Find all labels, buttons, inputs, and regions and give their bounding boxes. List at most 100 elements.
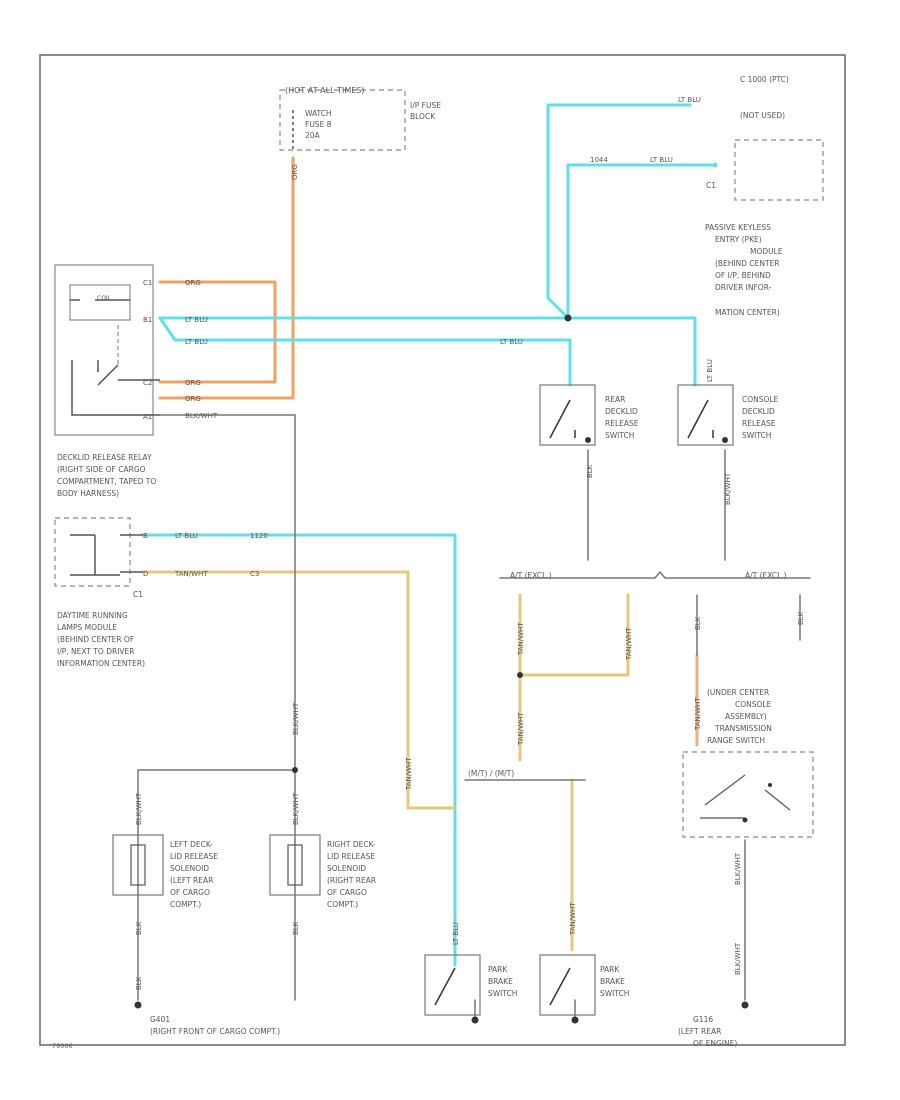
pke-1: PASSIVE KEYLESS [705, 223, 771, 232]
drl-wire-labels: LT BLU 1120 TAN/WHT C3 [174, 532, 268, 578]
console-vert-blkwht: BLK/WHT [724, 472, 732, 505]
relay-label-1: DECKLID RELEASE RELAY [57, 453, 152, 462]
org-wire-feed [158, 156, 295, 400]
console-switch-3: RELEASE [742, 419, 776, 428]
relay-coil-label: COIL [97, 295, 112, 302]
blk-vert-6: BLK [135, 976, 143, 990]
drl-pin-b: B [143, 532, 148, 540]
park-brake-left-dot [471, 1016, 479, 1024]
right-sol-6: COMPT.) [327, 900, 358, 909]
park-brake-right-symbol [549, 967, 571, 1006]
right-sol-1: RIGHT DECK- [327, 840, 376, 849]
tan-vert-1: TAN/WHT [517, 622, 525, 656]
pke-6: DRIVER INFOR- [715, 283, 772, 292]
left-sol-3: SOLENOID [170, 864, 209, 873]
g116-label: G116 (LEFT REAR OF ENGINE) [678, 1015, 737, 1048]
lbl-org-3: ORG [185, 395, 201, 403]
console-switch-dot [722, 437, 728, 443]
fuse-label-3: 20A [305, 131, 321, 140]
relay-box [54, 264, 154, 436]
park-brake-right-box [539, 954, 596, 1016]
lbl-org-1: ORG [185, 279, 201, 287]
pbl-2: BRAKE [488, 977, 513, 986]
rear-switch-3: RELEASE [605, 419, 639, 428]
left-solenoid-box [112, 834, 164, 896]
drl-label-5: INFORMATION CENTER) [57, 659, 145, 668]
right-sol-2: LID RELEASE [327, 852, 375, 861]
rear-switch-symbol [549, 399, 576, 439]
g116-vert-blk2: BLK/WHT [734, 942, 742, 975]
left-sol-5: OF CARGO [170, 888, 210, 897]
ltblu-wire-b1 [158, 316, 697, 387]
drl-label: DAYTIME RUNNING LAMPS MODULE (BEHIND CEN… [57, 611, 145, 668]
rear-switch-box [539, 384, 596, 446]
right-sol-4: (RIGHT REAR [327, 876, 376, 885]
blk-wht-vert-1: BLK/WHT [292, 702, 300, 735]
relay-switch [71, 360, 160, 416]
pbr-1: PARK [600, 965, 620, 974]
console-assy-1: (UNDER CENTER [707, 688, 769, 697]
at-bus [499, 571, 811, 579]
pke-pin [712, 162, 718, 168]
lbl-ltblu-1: LT BLU [185, 316, 208, 324]
g401-label: G401 (RIGHT FRONT OF CARGO COMPT.) [150, 1015, 280, 1036]
relay-label-3: COMPARTMENT, TAPED TO [57, 477, 156, 486]
trans-switch-symbol [700, 774, 791, 819]
drl-pin-d: D [143, 570, 148, 578]
g401-dot [134, 1001, 142, 1009]
tan-wire-mid [518, 593, 630, 677]
relay-pins: C1 B1 C2 A1 [143, 279, 152, 421]
ltblu-wire-b2 [158, 316, 572, 387]
right-solenoid-label: RIGHT DECK- LID RELEASE SOLENOID (RIGHT … [327, 840, 376, 909]
fuse-label-1: WATCH [305, 109, 332, 118]
park-vert-ltblu: LT BLU [452, 922, 460, 945]
left-sol-1: LEFT DECK- [170, 840, 213, 849]
left-solenoid-label: LEFT DECK- LID RELEASE SOLENOID (LEFT RE… [170, 840, 218, 909]
drl-label-1: DAYTIME RUNNING [57, 611, 128, 620]
drl-label-3: (BEHIND CENTER OF [57, 635, 134, 644]
console-switch-1: CONSOLE [742, 395, 779, 404]
g116-1: G116 [693, 1015, 713, 1024]
at-label-right: A/T (EXCL.) [745, 571, 787, 580]
splice-ltblu [564, 314, 572, 322]
park-brake-right-label: PARK BRAKE SWITCH [600, 965, 629, 998]
console-switch-2: DECKLID [742, 407, 775, 416]
at-label-left: A/T (EXCL.) [510, 571, 552, 580]
lbl-drl-c3: C3 [250, 570, 259, 578]
trans-switch-box [682, 751, 814, 838]
blk-vert-5: BLK [292, 921, 300, 935]
relay-pin-c2: C2 [143, 379, 152, 387]
console-assy-5: RANGE SWITCH [707, 736, 765, 745]
c1-mid: C1 [133, 590, 143, 599]
pke-5: OF I/P, BEHIND [715, 271, 771, 280]
relay-pin-a1: A1 [143, 413, 152, 421]
relay-wire-labels: ORG LT BLU LT BLU LT BLU ORG ORG BLK/WHT [185, 279, 523, 420]
lbl-drl-tan: TAN/WHT [174, 570, 208, 578]
blk-vert-at: BLK [694, 616, 702, 630]
g116-vert-blk: BLK/WHT [734, 852, 742, 885]
drl-pins: B D [143, 532, 148, 578]
park-brake-right-dot [571, 1016, 579, 1024]
blk-vert-4: BLK [135, 921, 143, 935]
fuse-label-2: FUSE 8 [305, 120, 332, 129]
console-assy-2: CONSOLE [735, 700, 772, 709]
pke-4: (BEHIND CENTER [715, 259, 780, 268]
lbl-ltblu-2: LT BLU [185, 338, 208, 346]
blk-wht-vert-3: BLK/WHT [135, 792, 143, 825]
lbl-drl-ltblu: LT BLU [175, 532, 198, 540]
lbl-blkwht-1: BLK/WHT [185, 412, 218, 420]
c1-top: C1 [706, 181, 716, 190]
console-switch-symbol [687, 399, 714, 439]
pbl-1: PARK [488, 965, 508, 974]
lbl-drl-1120: 1120 [250, 532, 268, 540]
relay-pin-c1: C1 [143, 279, 152, 287]
tan-vert-2: TAN/WHT [625, 627, 633, 661]
console-switch-box [677, 384, 734, 446]
blk-vert-at2: BLK [797, 611, 805, 625]
console-vert-ltblu: LT BLU [706, 359, 714, 382]
drl-box [54, 517, 131, 587]
tan-wire-drl [141, 570, 457, 810]
left-sol-4: (LEFT REAR [170, 876, 213, 885]
g401-1: G401 [150, 1015, 170, 1024]
